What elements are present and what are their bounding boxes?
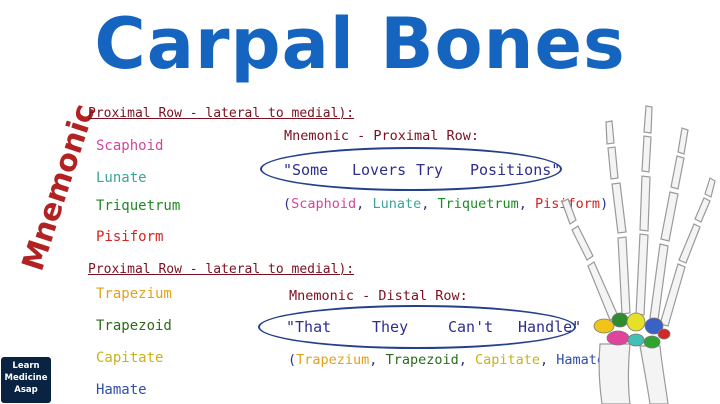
metacarpal-3 [635,233,649,316]
proximal-mnemonic-word-3: Try [416,161,444,179]
expansion-scaphoid: Scaphoid [291,196,357,212]
distal-bone-trapezium: Trapezium [96,286,172,302]
expansion-trapezoid: Trapezoid [385,352,459,368]
proximal-mnemonic-expansion: (Scaphoid, Lunate, Triquetrum, Pisiform) [283,196,609,212]
proximal-mnemonic-word-2: Lovers [352,161,407,179]
proximal-bone-triquetrum: Triquetrum [96,198,181,214]
metacarpal-5 [659,263,686,327]
page-title: Carpal Bones [94,3,626,85]
carpal-lunate [627,333,645,347]
distal-mnemonic-word-1: "That [286,318,332,336]
carpal-hamate [644,317,664,335]
carpal-triquetrum [643,335,661,349]
thumb-phalanx-1 [571,225,594,261]
carpal-trapezium [593,318,615,334]
distal-bone-hamate: Hamate [96,382,147,398]
distal-mnemonic-word-4: Handle" [518,318,582,336]
radius-bone [598,343,631,404]
distal-mnemonic-expansion: (Trapezium, Trapezoid, Capitate, Hamate) [288,352,613,368]
carpal-scaphoid [606,330,630,346]
distal-bone-trapezoid: Trapezoid [96,318,172,334]
proximal-row-header: Proximal Row - lateral to medial): [88,106,355,121]
thumb-phalanx-2 [561,198,577,225]
expansion-hamate: Hamate [556,352,606,368]
ulna-bone [639,345,669,404]
carpal-capitate [626,312,646,332]
distal-mnemonic-word-3: Can't [448,318,494,336]
distal-bone-capitate: Capitate [96,350,164,366]
expansion-lunate: Lunate [372,196,422,212]
distal-mnemonic-title: Mnemonic - Distal Row: [289,288,468,304]
expansion-triquetrum: Triquetrum [437,196,519,212]
distal-mnemonic-word-2: They [372,318,409,336]
proximal-mnemonic-oval [260,147,562,191]
proximal-mnemonic-word-4: Positions" [470,161,561,179]
proximal-bone-scaphoid: Scaphoid [96,138,164,154]
metacarpal-1 [587,261,619,321]
proximal-mnemonic-title: Mnemonic - Proximal Row: [284,128,480,144]
expansion-trapezium: Trapezium [296,352,370,368]
proximal-bone-pisiform: Pisiform [96,229,164,245]
metacarpal-2 [617,236,631,315]
distal-mnemonic-oval [258,305,576,349]
carpal-pisiform [657,328,671,340]
proximal-mnemonic-word-1: "Some [283,161,329,179]
distal-row-header: Proximal Row - lateral to medial): [88,262,355,277]
learn-medicine-asap-logo: Learn Medicine Asap [1,357,51,403]
hand-skeleton-illustration [561,105,716,404]
proximal-bone-lunate: Lunate [96,170,147,186]
expansion-capitate: Capitate [474,352,541,368]
carpal-trapezoid [611,312,629,328]
